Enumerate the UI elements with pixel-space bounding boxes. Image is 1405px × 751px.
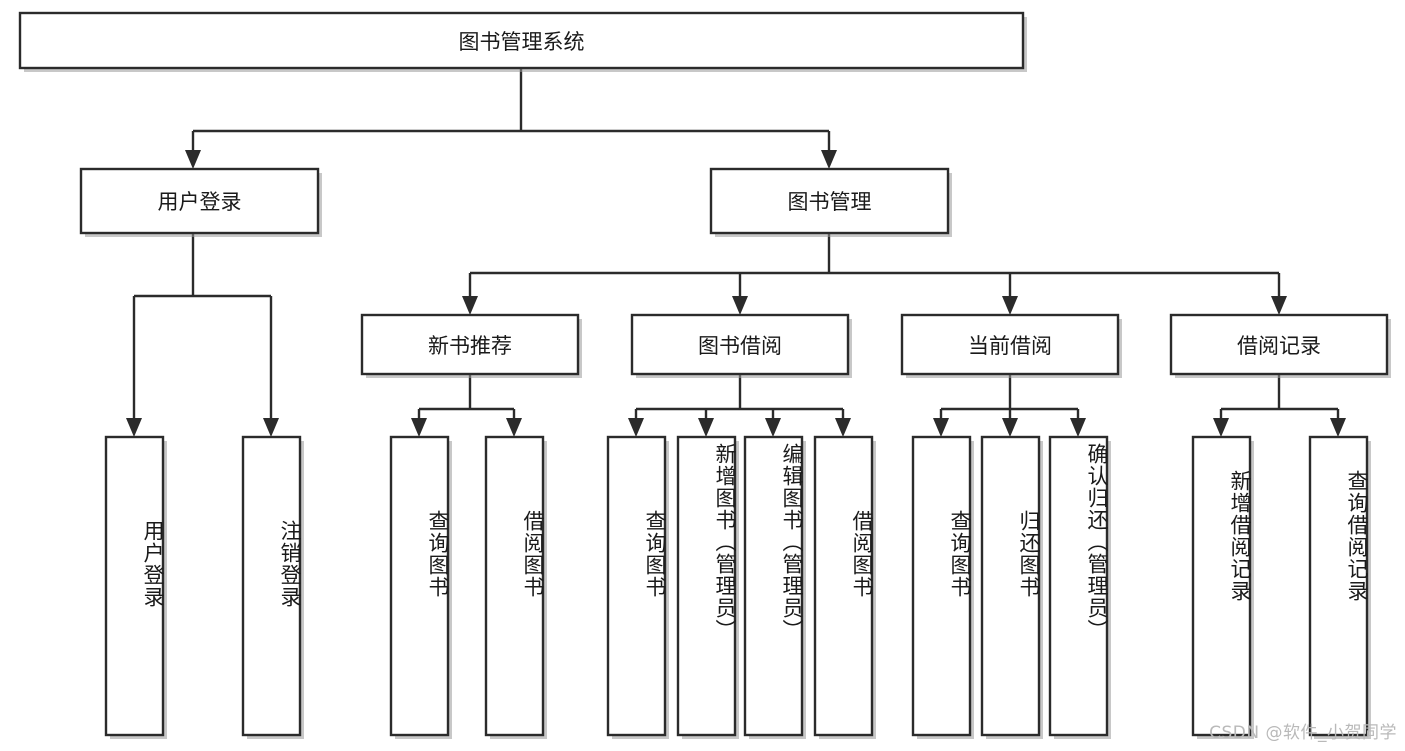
node-leaf6[interactable]	[676, 435, 737, 737]
arrow-leaf6	[698, 418, 714, 437]
node-newbook[interactable]	[360, 313, 580, 376]
node-leaf12[interactable]	[1191, 435, 1252, 737]
arrow-bookmgmt	[821, 150, 837, 169]
arrow-leaf1	[126, 418, 142, 437]
arrow-leaf7	[765, 418, 781, 437]
arrow-records	[1271, 296, 1287, 315]
node-layer	[18, 11, 1391, 739]
arrow-leaf13	[1330, 418, 1346, 437]
arrow-leaf4	[506, 418, 522, 437]
arrow-leaf2	[263, 418, 279, 437]
node-leaf4[interactable]	[484, 435, 545, 737]
arrow-leaf12	[1213, 418, 1229, 437]
node-leaf11[interactable]	[1048, 435, 1109, 737]
node-current[interactable]	[900, 313, 1120, 376]
node-leaf13[interactable]	[1308, 435, 1369, 737]
arrow-leaf3	[411, 418, 427, 437]
node-borrow[interactable]	[630, 313, 850, 376]
arrow-leaf10	[1002, 418, 1018, 437]
node-leaf2[interactable]	[241, 435, 302, 737]
csdn-watermark: CSDN @软件_小贺同学	[1209, 723, 1397, 743]
node-leaf9[interactable]	[911, 435, 972, 737]
node-leaf10[interactable]	[980, 435, 1041, 737]
arrow-leaf11	[1070, 418, 1086, 437]
node-records[interactable]	[1169, 313, 1389, 376]
connector-layer	[126, 68, 1346, 437]
arrow-login	[185, 150, 201, 169]
node-leaf7[interactable]	[743, 435, 804, 737]
arrow-borrow	[732, 296, 748, 315]
node-bookmgmt[interactable]	[709, 167, 950, 235]
node-leaf8[interactable]	[813, 435, 874, 737]
node-leaf1[interactable]	[104, 435, 165, 737]
node-leaf3[interactable]	[389, 435, 450, 737]
arrow-leaf8	[835, 418, 851, 437]
node-root[interactable]	[18, 11, 1025, 70]
node-login[interactable]	[79, 167, 320, 235]
node-leaf5[interactable]	[606, 435, 667, 737]
arrow-leaf9	[933, 418, 949, 437]
arrow-leaf5	[628, 418, 644, 437]
arrow-newbook	[462, 296, 478, 315]
arrow-current	[1002, 296, 1018, 315]
